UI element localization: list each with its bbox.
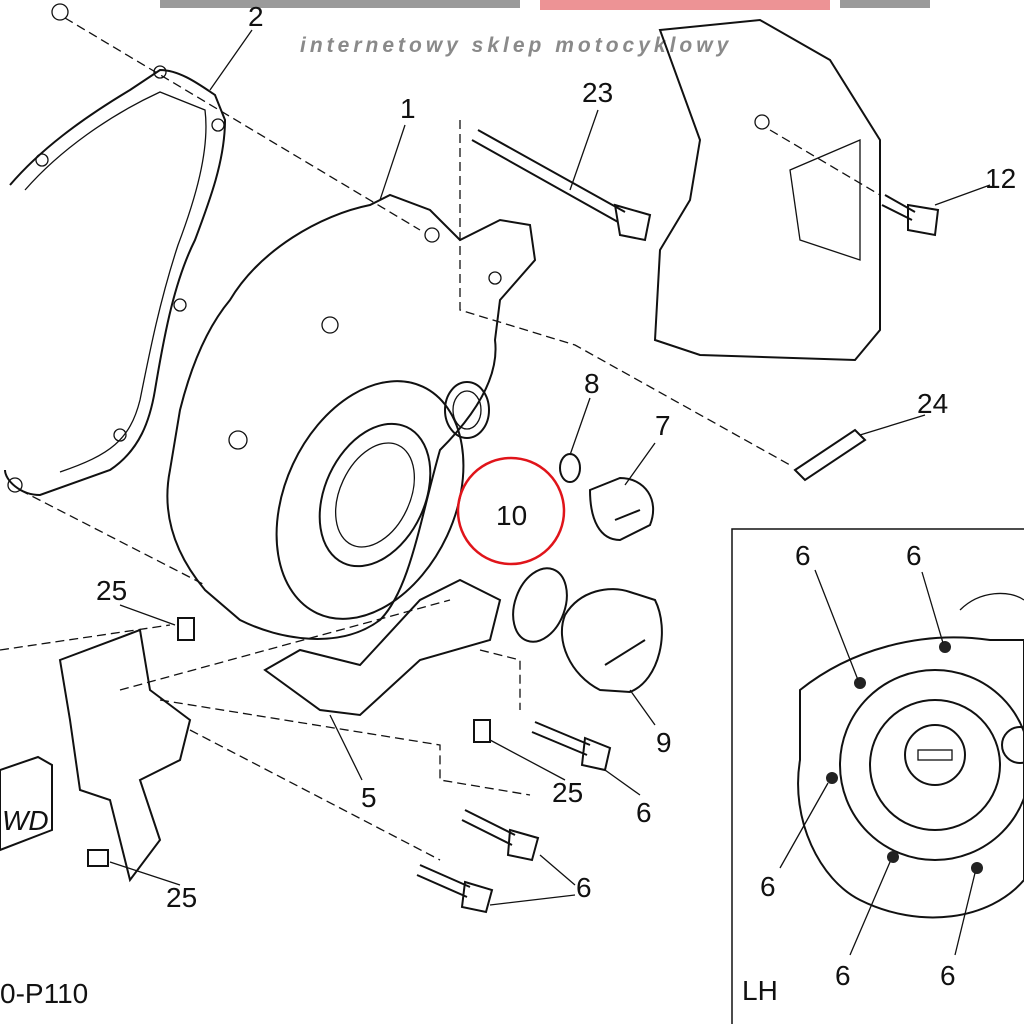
- label-part-5: 5: [361, 782, 377, 813]
- o-ring-8: [559, 453, 581, 483]
- side-cover: [653, 18, 881, 362]
- inset-lh: 6 6 6 6 6 LH: [731, 528, 1024, 1024]
- inset-label-6: 6: [795, 540, 811, 571]
- pin-24: [793, 428, 867, 482]
- label-part-6: 6: [576, 872, 592, 903]
- fwd-block: [0, 755, 53, 852]
- leader-lines: [109, 29, 991, 906]
- crankcase-cover: [166, 193, 537, 640]
- bolt-6a: [531, 721, 612, 772]
- label-part-2: 2: [248, 1, 264, 32]
- inset-label-6: 6: [906, 540, 922, 571]
- inset-label-6: 6: [835, 960, 851, 991]
- clip-25b: [473, 719, 491, 743]
- watermark: internetowy sklep motocyklowy: [160, 0, 930, 57]
- label-part-25: 25: [166, 882, 197, 913]
- label-part-23: 23: [582, 77, 613, 108]
- o-ring-10: [512, 567, 568, 643]
- clip-25a: [177, 617, 195, 641]
- inset-title: LH: [742, 975, 778, 1006]
- bolt-23: [471, 129, 652, 242]
- plug-7: [588, 476, 655, 542]
- label-part-25: 25: [552, 777, 583, 808]
- bolt-6b: [461, 809, 540, 862]
- label-part-24: 24: [917, 388, 948, 419]
- bolt-12: [881, 194, 940, 237]
- highlight-circle: [456, 456, 566, 566]
- inset-label-6: 6: [760, 871, 776, 902]
- plug-9: [560, 588, 663, 694]
- bracket-left: [58, 628, 192, 883]
- label-part-12: 12: [985, 163, 1016, 194]
- label-part-10: 10: [496, 500, 527, 531]
- label-part-1: 1: [400, 93, 416, 124]
- label-part-8: 8: [584, 368, 600, 399]
- label-part-6: 6: [636, 797, 652, 828]
- watermark-tagline: internetowy sklep motocyklowy: [300, 34, 732, 57]
- inset-label-6: 6: [940, 960, 956, 991]
- figure-code: 0-P110: [0, 978, 88, 1009]
- bolt-6c: [416, 864, 494, 914]
- label-part-9: 9: [656, 727, 672, 758]
- bracket-5: [263, 578, 502, 717]
- label-part-7: 7: [655, 410, 671, 441]
- label-part-25: 25: [96, 575, 127, 606]
- gasket: [4, 68, 227, 497]
- fwd-label: WD: [2, 805, 49, 836]
- guide-lines: [0, 17, 881, 861]
- clip-25c: [87, 849, 109, 867]
